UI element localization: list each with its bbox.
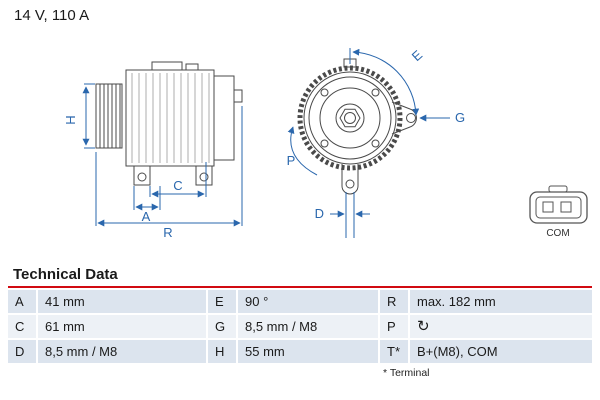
dim-label-h: H xyxy=(63,115,78,124)
dim-label-r: R xyxy=(163,225,172,240)
dimension-a xyxy=(133,186,161,211)
cooling-fins xyxy=(131,73,210,163)
table-key-cell: P xyxy=(380,315,408,338)
technical-data-table: A 41 mm E 90 ° R max. 182 mm C 61 mm G 8… xyxy=(8,290,592,363)
connector-label: COM xyxy=(546,228,569,239)
bottom-mounting-lug xyxy=(341,164,359,195)
table-value-cell: 41 mm xyxy=(38,290,206,313)
table-value-cell: 8,5 mm / M8 xyxy=(238,315,378,338)
shaft-nut xyxy=(339,108,361,128)
pulley xyxy=(95,83,123,149)
housing xyxy=(125,61,243,186)
com-connector-icon xyxy=(529,185,588,224)
table-key-cell: T* xyxy=(380,340,408,363)
cooling-fan-teeth xyxy=(297,65,403,171)
table-value-cell: 61 mm xyxy=(38,315,206,338)
table-key-cell: H xyxy=(208,340,236,363)
table-key-cell: A xyxy=(8,290,36,313)
technical-data-title: Technical Data xyxy=(13,266,118,283)
side-dimensions xyxy=(82,83,243,227)
dim-label-a: A xyxy=(142,209,151,224)
dim-label-e: E xyxy=(409,47,426,64)
side-view xyxy=(95,61,243,186)
table-value-cell: B+(M8), COM xyxy=(410,340,592,363)
terminal-footnote: * Terminal xyxy=(383,367,430,379)
front-dimensions xyxy=(287,48,450,238)
table-value-cell: 8,5 mm / M8 xyxy=(38,340,206,363)
table-key-cell: R xyxy=(380,290,408,313)
table-value-cell: 90 ° xyxy=(238,290,378,313)
rating-label: 14 V, 110 A xyxy=(14,7,90,24)
dimension-d xyxy=(330,192,370,238)
alternator-drawings: H C A R E G P D COM xyxy=(63,47,588,240)
dimension-r xyxy=(95,106,243,227)
front-view xyxy=(297,58,417,195)
rotation-direction-icon: ↻ xyxy=(410,315,592,338)
table-key-cell: G xyxy=(208,315,236,338)
title-rule xyxy=(8,286,592,288)
table-key-cell: C xyxy=(8,315,36,338)
table-key-cell: E xyxy=(208,290,236,313)
dim-label-d: D xyxy=(315,206,324,221)
table-value-cell: 55 mm xyxy=(238,340,378,363)
dim-label-p: P xyxy=(287,153,296,168)
dim-label-c: C xyxy=(173,178,182,193)
rotation-direction-arrow xyxy=(287,126,318,176)
dimension-c xyxy=(149,162,207,198)
table-key-cell: D xyxy=(8,340,36,363)
dim-label-g: G xyxy=(455,110,465,125)
table-value-cell: max. 182 mm xyxy=(410,290,592,313)
dimension-e-arc xyxy=(352,48,420,116)
dimension-h xyxy=(82,83,95,149)
